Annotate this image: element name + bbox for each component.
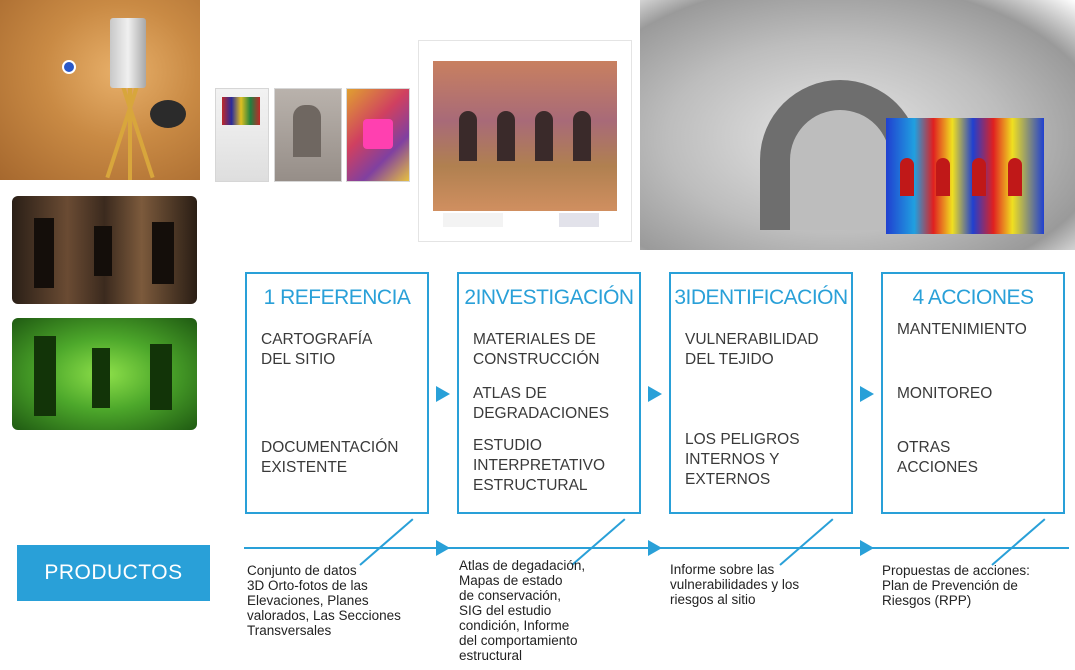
color-map-thumbnail	[346, 88, 410, 182]
connector-line	[359, 518, 414, 566]
stage-identificacion: 3IDENTIFICACIÓN VULNERABILIDAD DEL TEJID…	[669, 272, 853, 514]
stage-item: VULNERABILIDAD DEL TEJIDO	[685, 331, 819, 368]
stage-item: LOS PELIGROS INTERNOS Y EXTERNOS	[685, 431, 800, 488]
flow-arrow-icon	[648, 386, 662, 402]
flow-arrow-icon	[860, 386, 874, 402]
stage-item: OTRAS ACCIONES	[897, 439, 978, 476]
stage-acciones: 4 ACCIONES MANTENIMIENTO MONITOREO OTRAS…	[881, 272, 1065, 514]
stage-item: MONITOREO	[897, 385, 993, 402]
niche-thumbnail	[274, 88, 342, 182]
product-text: Propuestas de acciones: Plan de Prevenci…	[882, 563, 1030, 608]
flow-arrow-icon	[436, 386, 450, 402]
laser-scanner-photo	[0, 0, 200, 180]
stage-referencia: 1 REFERENCIA CARTOGRAFÍA DEL SITIO DOCUM…	[245, 272, 429, 514]
stage-item: MATERIALES DE CONSTRUCCIÓN	[473, 331, 600, 368]
product-text: Informe sobre las vulnerabilidades y los…	[670, 562, 800, 607]
stage-investigacion: 2INVESTIGACIÓN MATERIALES DE CONSTRUCCIÓ…	[457, 272, 641, 514]
stage-item: ATLAS DE DEGRADACIONES	[473, 385, 610, 422]
connector-line	[779, 518, 834, 566]
timeline-arrow-icon	[436, 540, 450, 556]
connector-line	[991, 518, 1046, 566]
product-text: Atlas de degadación, Mapas de estado de …	[459, 558, 586, 663]
stage-title: 2INVESTIGACIÓN	[464, 286, 634, 309]
3d-model-image	[640, 0, 1075, 250]
timeline-arrow-icon	[648, 540, 662, 556]
productos-badge: PRODUCTOS	[17, 545, 210, 601]
interior-photo	[12, 196, 197, 304]
stage-item: CARTOGRAFÍA DEL SITIO	[261, 331, 373, 368]
stage-item: DOCUMENTACIÓN EXISTENTE	[261, 439, 399, 476]
timeline-arrow-icon	[860, 540, 874, 556]
document-thumbnail	[215, 88, 269, 182]
stage-title: 4 ACCIONES	[912, 286, 1034, 309]
product-text: Conjunto de datos 3D Orto-fotos de las E…	[247, 563, 401, 638]
stage-item: MANTENIMIENTO	[897, 321, 1027, 338]
stage-title: 3IDENTIFICACIÓN	[674, 286, 848, 309]
point-cloud-photo	[12, 318, 197, 430]
stage-item: ESTUDIO INTERPRETATIVO ESTRUCTURAL	[473, 437, 606, 494]
stage-title: 1 REFERENCIA	[263, 286, 411, 309]
degradation-atlas-image	[418, 40, 632, 242]
